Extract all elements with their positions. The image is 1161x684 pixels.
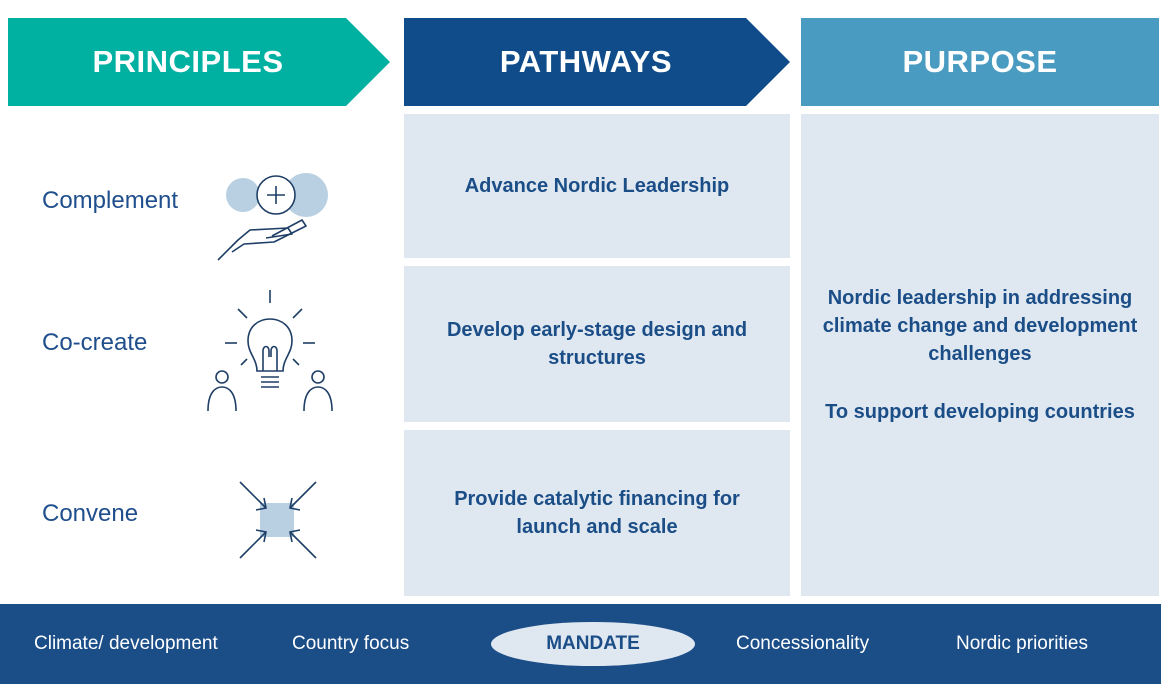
- converging-arrows-icon: [239, 481, 317, 559]
- mandate-item-country-focus: Country focus: [292, 633, 410, 654]
- principles-arrow: [8, 18, 390, 106]
- principle-co-create: Co-create: [42, 329, 148, 356]
- principle-complement: Complement: [42, 187, 179, 214]
- purpose-header: PURPOSE: [902, 44, 1058, 79]
- principle-convene: Convene: [42, 500, 139, 527]
- mandate-item-climate-development: Climate/ development: [34, 633, 218, 654]
- principles-header: PRINCIPLES: [92, 44, 284, 79]
- mandate-bar: Climate/ development Country focus MANDA…: [0, 604, 1161, 684]
- pathway-label-2: Develop early-stage design and structure…: [446, 319, 748, 369]
- pathway-box-2: Develop early-stage design and structure…: [404, 266, 790, 422]
- pathways-header: PATHWAYS: [499, 44, 673, 79]
- pathway-label-3: Provide catalytic financing for launch a…: [454, 488, 740, 538]
- purpose-header-bg: [801, 18, 1159, 106]
- hand-plus-icon: [217, 173, 328, 261]
- mandate-item-nordic-priorities: Nordic priorities: [956, 633, 1088, 654]
- pathway-box-1: Advance Nordic Leadership: [404, 114, 790, 258]
- pathways-arrow: [404, 18, 790, 106]
- pathway-box-3: Provide catalytic financing for launch a…: [404, 430, 790, 596]
- mandate-item-concessionality: Concessionality: [736, 633, 870, 654]
- header-banner: [8, 18, 1159, 106]
- mandate-badge: MANDATE: [491, 622, 695, 666]
- purpose-statement: Nordic leadership in addressing climate …: [822, 287, 1138, 365]
- purpose-box: Nordic leadership in addressing climate …: [801, 114, 1159, 596]
- pathway-label-1: Advance Nordic Leadership: [464, 175, 730, 197]
- lightbulb-people-icon: [207, 290, 333, 412]
- purpose-support: To support developing countries: [825, 401, 1135, 423]
